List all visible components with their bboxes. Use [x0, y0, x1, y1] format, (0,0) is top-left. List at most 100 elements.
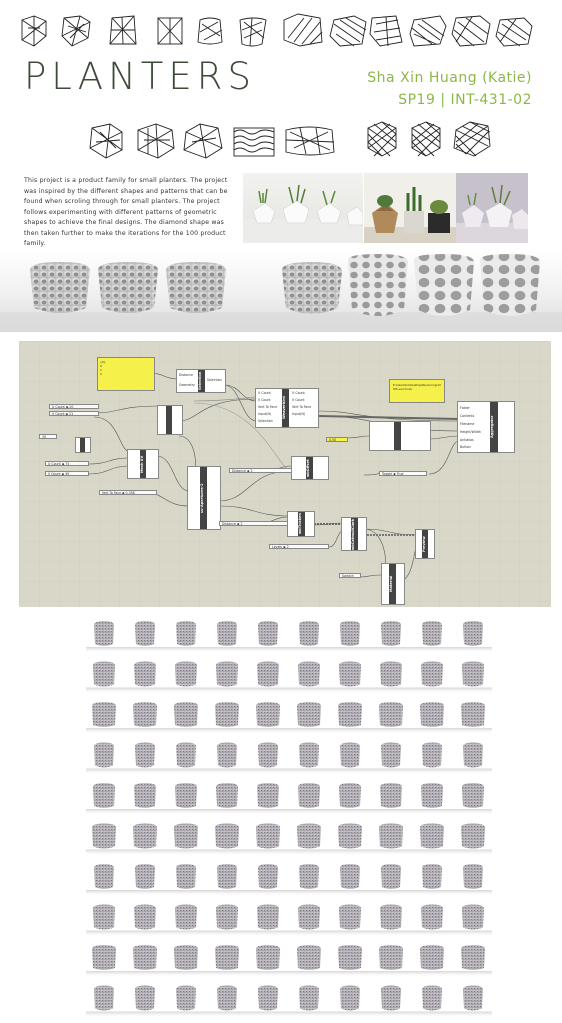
levels-slider[interactable]: Levels ◆ 2	[269, 544, 329, 549]
variant-shelf	[86, 971, 492, 977]
variant-planter	[298, 661, 320, 687]
wb-input-label: Input(N)	[258, 412, 272, 416]
variant-planter	[420, 823, 444, 849]
variant-planter	[175, 783, 197, 808]
v-count-slider[interactable]: V Count ◆ 21	[49, 411, 99, 416]
variant-planter	[176, 864, 196, 889]
variant-planter	[92, 945, 116, 970]
course-code: SP19 | INT-431-02	[398, 92, 532, 108]
variant-planter	[215, 945, 239, 970]
variant-planter	[93, 783, 115, 808]
wb-thicken-node[interactable]: wbThicken	[287, 511, 315, 537]
variant-planter	[340, 985, 360, 1011]
variant-planter	[133, 702, 157, 727]
u-count-slider-2[interactable]: U Count ◆ 75	[45, 461, 89, 466]
yellow-value-slider[interactable]: 0.50	[326, 437, 348, 442]
variant-planter	[421, 783, 443, 808]
variant-planter	[420, 945, 444, 970]
variant-planter	[258, 985, 278, 1011]
variant-planter	[133, 945, 157, 970]
variant-planter	[422, 864, 442, 889]
u-count-slider[interactable]: U Count ◆ 20	[49, 404, 99, 409]
variant-planter	[92, 823, 116, 849]
preview-node[interactable]: Preview	[415, 529, 435, 559]
v-count-slider-2[interactable]: V Count ◆ 49	[45, 471, 89, 476]
swatch-label: Swatch	[342, 574, 354, 578]
variant-planter	[338, 945, 362, 970]
variant-shelf	[86, 930, 492, 937]
selection-node[interactable]: Distance Geometry Selection Selection	[176, 369, 226, 393]
variant-shelf	[86, 890, 492, 896]
variant-planter	[216, 783, 238, 808]
mesh-uv-node[interactable]: Mesh UV	[127, 449, 159, 479]
variant-planter	[381, 621, 401, 646]
variant-planter	[256, 702, 280, 727]
variant-planter	[92, 702, 116, 727]
variant-shelf	[86, 1011, 492, 1018]
variant-planter	[422, 621, 442, 646]
variant-planter	[379, 945, 403, 970]
u-count-slider-label: U Count	[52, 405, 65, 409]
variant-planter	[463, 742, 483, 768]
wb-vert-face-label: Vert To Face	[258, 405, 278, 409]
variant-planter	[297, 823, 321, 849]
variant-planter	[257, 904, 279, 930]
variant-planter	[256, 945, 280, 970]
aggregator-node[interactable]: Folder Contents Filename Height/Width An…	[457, 401, 515, 453]
wb-catmull-node[interactable]: wbCatmullClark	[341, 517, 367, 551]
distance-slider-2[interactable]: Distance ◆ 2	[219, 521, 289, 526]
variant-planter	[176, 742, 196, 768]
wb-in-out-label: Input(N)	[292, 412, 306, 416]
path-panel[interactable]: E:\Users\hs\Desktop\Rendering\100th-ver(…	[389, 379, 445, 403]
weaverbird-node[interactable]: U Count V Count Vert To Face Input(N) Se…	[255, 388, 319, 428]
variant-planter	[298, 904, 320, 930]
agg-antialias-label: Antialias	[460, 438, 474, 442]
distance-slider-label: Distance	[232, 469, 246, 473]
weaverbird-core: Weaverbird	[282, 389, 289, 427]
wb-offset-node[interactable]: wbOffset	[291, 456, 329, 480]
variant-planter	[258, 621, 278, 646]
wb-vf-out-label: Vert To Face	[292, 405, 312, 409]
variant-planter	[381, 864, 401, 889]
resize-node[interactable]	[369, 421, 431, 451]
variant-planter	[380, 661, 402, 687]
variant-planter	[461, 823, 485, 849]
reference-photo-2	[364, 173, 456, 243]
geometry-input-label: Geometry	[179, 383, 195, 387]
selection-node-core: Selection	[198, 370, 205, 392]
distance-slider[interactable]: Distance ◆ 2	[229, 468, 293, 473]
variant-planter	[339, 661, 361, 687]
variant-planter	[381, 742, 401, 768]
small-node[interactable]	[75, 437, 91, 453]
material-core: Material	[389, 564, 396, 604]
aperture-node-top[interactable]	[157, 405, 183, 435]
variant-shelf	[86, 728, 492, 734]
distance-input-label: Distance	[179, 373, 193, 377]
agg-hw-label: Height/Width	[460, 430, 481, 434]
variant-planter	[299, 621, 319, 646]
page-title: PLANTERS	[24, 55, 256, 98]
variant-planter	[135, 621, 155, 646]
apertures-node[interactable]: uc-Apertures-2	[187, 466, 221, 530]
variant-planter	[299, 985, 319, 1011]
agg-folder-label: Folder	[460, 406, 470, 410]
apertures-core: uc-Apertures-2	[200, 467, 207, 529]
variant-planter	[462, 904, 484, 930]
wb-selection-label: Selection	[258, 419, 273, 423]
variant-planter	[380, 783, 402, 808]
variant-planter	[339, 904, 361, 930]
distance2-value: 2	[240, 522, 243, 526]
aggregator-core: Aggregator	[490, 402, 498, 452]
variant-planter	[258, 864, 278, 889]
pattern-sketches-top	[21, 13, 533, 47]
vert-to-face-slider[interactable]: Vert To Face ◆ 0.358	[99, 490, 157, 495]
material-node[interactable]: Material	[381, 563, 405, 605]
n-slider[interactable]: 30	[39, 434, 57, 439]
variant-planter	[215, 823, 239, 849]
swatch-input[interactable]: Swatch	[339, 573, 361, 578]
toggle-input[interactable]: Toggle ◆ True	[379, 471, 427, 476]
agg-filename-label: Filename	[460, 422, 475, 426]
variant-planter	[299, 742, 319, 768]
